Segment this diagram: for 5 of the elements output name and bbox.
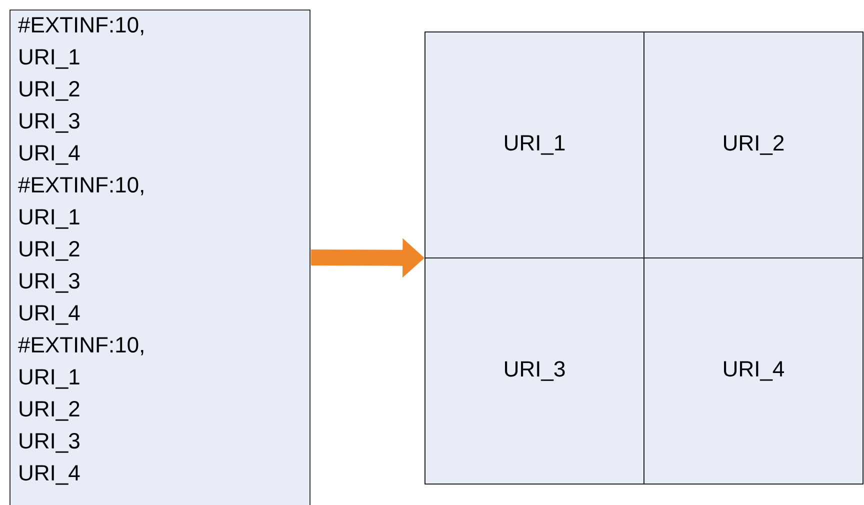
grid-cell: URI_1 bbox=[424, 32, 644, 258]
grid-cell: URI_2 bbox=[644, 32, 864, 258]
list-box: #EXTINF:10, URI_1 URI_2 URI_3 URI_4 #EXTINF:10, URI_1 URI_2 URI_3 URI_4 #EXTINF:10, URI_1 URI_2 URI_3 URI_4 bbox=[10, 10, 310, 505]
grid-cell: URI_3 bbox=[424, 258, 644, 484]
grid-cell: URI_4 bbox=[644, 258, 864, 484]
